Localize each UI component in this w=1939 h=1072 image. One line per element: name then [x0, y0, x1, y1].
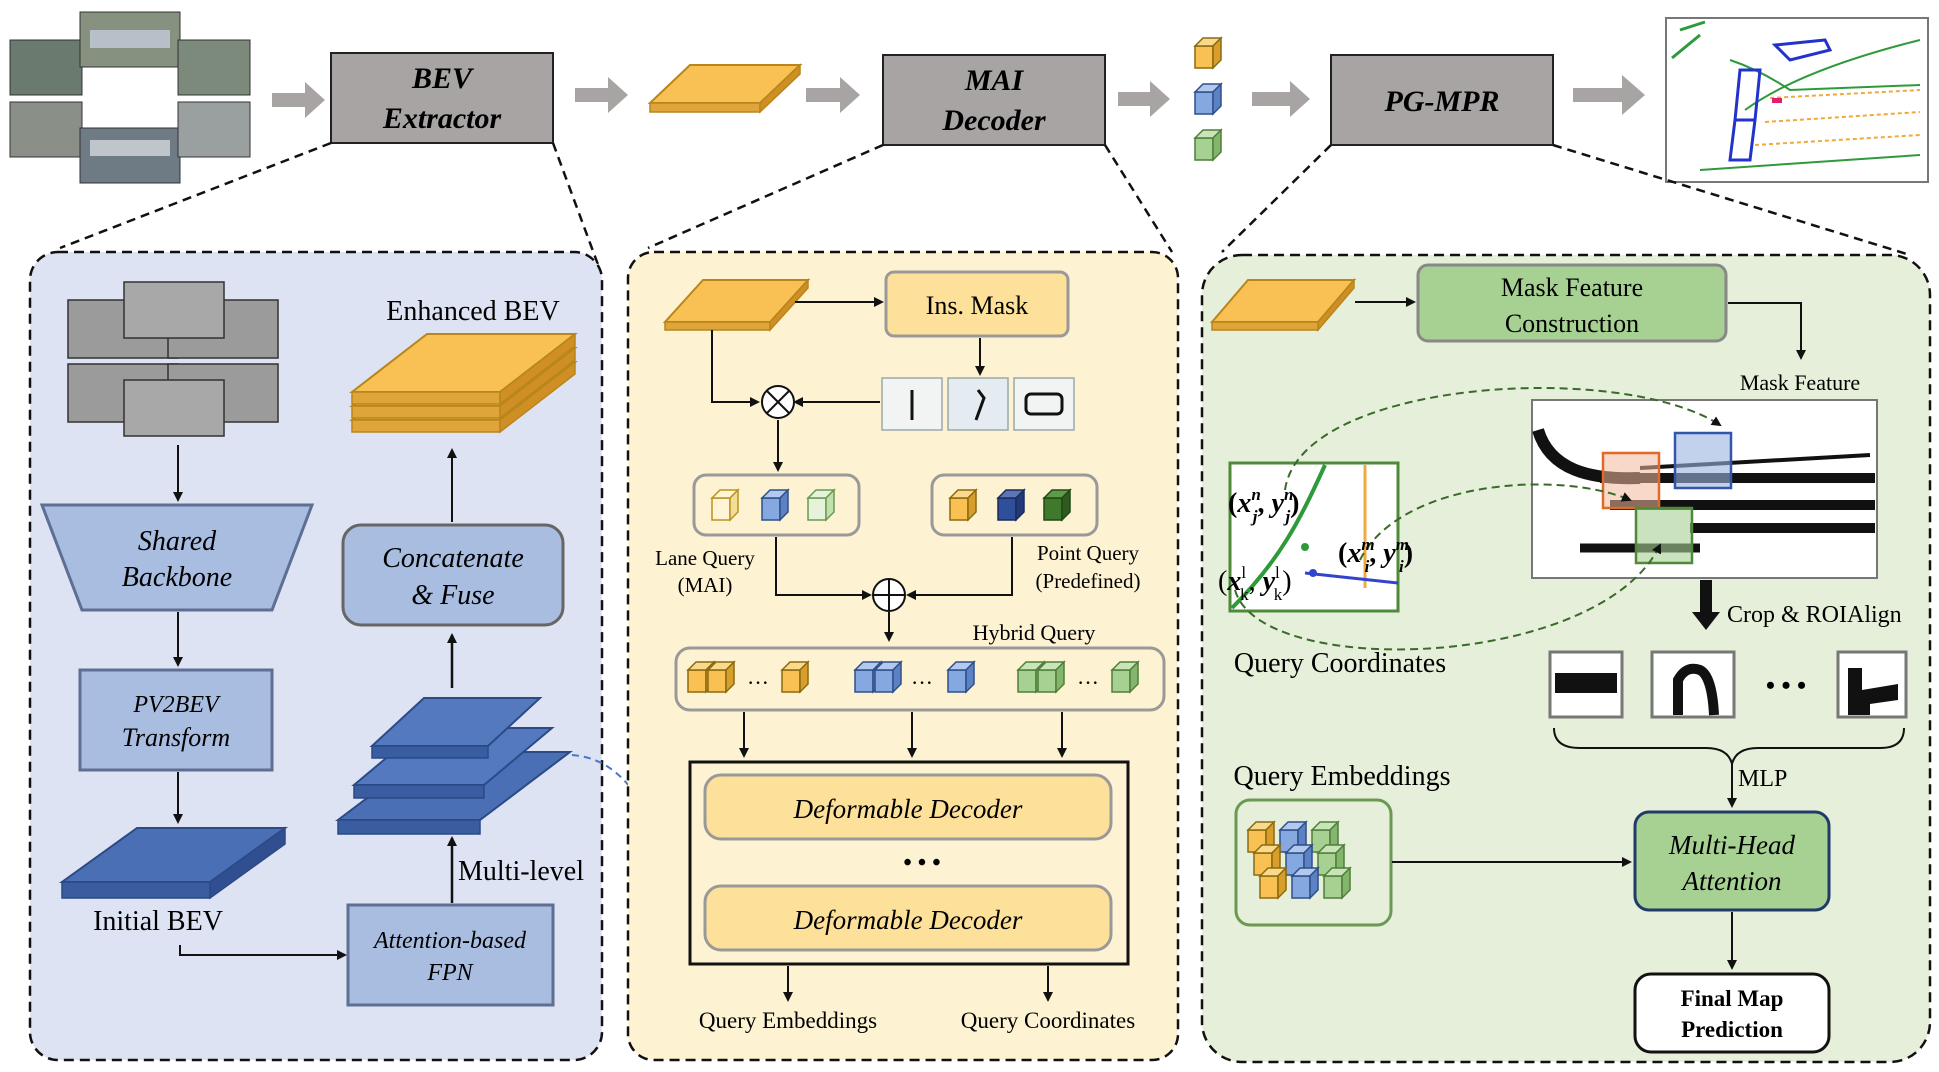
query-cubes-top: [1194, 37, 1222, 161]
lane-query-line1: Lane Query: [655, 546, 755, 570]
initial-bev-slab: [58, 826, 289, 900]
crop-roialign-label: Crop & ROIAlign: [1727, 602, 1902, 628]
final-line1: Final Map: [1681, 986, 1784, 1011]
final-line2: Prediction: [1681, 1017, 1783, 1042]
concat-fuse-box: [341, 523, 565, 627]
lane-query-line2: (MAI): [678, 573, 733, 597]
mai-decoder-line2: Decoder: [941, 104, 1046, 137]
mfc-line1: Mask Feature: [1501, 273, 1643, 302]
add-icon: [872, 578, 906, 612]
multi-level-label: Multi-level: [458, 856, 584, 887]
mask-feature-label: Mask Feature: [1740, 370, 1860, 395]
ellipsis-3: ···: [1077, 670, 1099, 695]
dashed-link-top: [1284, 386, 1722, 491]
shared-backbone-line1: Shared: [138, 526, 217, 557]
multi-level-features: [335, 697, 573, 835]
pg-mpr-label: PG-MPR: [1384, 85, 1500, 118]
camera-images: [9, 11, 251, 184]
point-query-line1: Point Query: [1037, 541, 1140, 565]
mha-line1: Multi-Head: [1668, 830, 1795, 860]
bev-extractor-line2: Extractor: [382, 102, 502, 135]
fpn-box: [346, 903, 555, 1007]
right-panel: Mask Feature Construction Mask Feature: [1200, 253, 1932, 1064]
gray-arrow-6: [1573, 75, 1645, 115]
deformable-decoder-1-label: Deformable Decoder: [793, 794, 1023, 824]
pv2bev-line2: Transform: [122, 723, 230, 752]
gray-arrow-5: [1252, 81, 1310, 117]
fpn-line2: FPN: [426, 960, 474, 986]
pv2bev-line1: PV2BEV: [132, 692, 221, 718]
mask-feature-image: [1531, 399, 1878, 579]
mai-decoder-line1: MAI: [964, 64, 1025, 97]
point-query-line2: (Predefined): [1036, 569, 1141, 593]
final-prediction-box: [1633, 972, 1831, 1054]
hybrid-query-label: Hybrid Query: [973, 620, 1096, 645]
gray-arrow-1: [272, 82, 325, 118]
shared-backbone-shape: [39, 503, 315, 612]
bev-feature-top: [647, 63, 803, 114]
pg-mpr-box: PG-MPR: [1330, 54, 1554, 146]
mid-bev-feature: [662, 278, 811, 332]
initial-bev-label: Initial BEV: [93, 906, 223, 937]
ellipsis-2: ···: [911, 670, 933, 695]
embedding-cubes: [1247, 821, 1351, 899]
shared-backbone-line2: Backbone: [122, 562, 232, 593]
dashed-link-bottom: [1234, 543, 1662, 651]
right-query-embeddings: Query Embeddings: [1234, 761, 1451, 792]
mid-query-coordinates: Query Coordinates: [961, 1008, 1135, 1033]
ins-mask-label: Ins. Mask: [926, 291, 1029, 320]
ins-mask-box: [884, 270, 1070, 338]
bev-extractor-line1: BEV: [411, 62, 475, 95]
zoom-lines: [59, 141, 1911, 271]
enhanced-bev-stack: [349, 332, 578, 434]
multiply-icon: [761, 385, 795, 419]
mask-feature-construction-box: [1416, 263, 1728, 343]
crop-thumbnails: [1548, 650, 1908, 719]
mha-box: [1633, 810, 1831, 912]
crop-dots: • • •: [1766, 671, 1806, 700]
pv2bev-box: [78, 668, 274, 772]
ellipsis-1: ···: [747, 670, 769, 695]
concat-fuse-line2: & Fuse: [411, 580, 494, 611]
gray-arrow-2: [575, 77, 628, 113]
mid-query-embeddings: Query Embeddings: [699, 1008, 877, 1033]
gray-arrow-3: [806, 77, 860, 113]
deformable-decoder-1: [703, 773, 1113, 841]
mlp-label: MLP: [1738, 766, 1787, 792]
decoder-dots: • • •: [903, 850, 940, 876]
fpn-line1: Attention-based: [372, 928, 527, 954]
concat-fuse-line1: Concatenate: [382, 543, 524, 574]
camera-grid-icon: [67, 281, 279, 437]
query-coordinates-image: [1228, 461, 1400, 613]
dashed-link-mid: [1359, 483, 1632, 561]
enhanced-bev-label: Enhanced BEV: [386, 296, 559, 327]
mai-decoder-box: MAI Decoder: [882, 54, 1106, 146]
deformable-decoder-2: [703, 884, 1113, 952]
deformable-decoder-2-label: Deformable Decoder: [793, 905, 1023, 935]
mask-icons: [881, 377, 1075, 431]
bev-extractor-box: BEV Extractor: [330, 52, 554, 144]
left-panel: Shared Backbone PV2BEV Transform Initial…: [28, 250, 604, 1062]
middle-panel: Ins. Mask Lane Query (MAI): [626, 250, 1180, 1062]
mha-line2: Attention: [1681, 866, 1782, 896]
map-output-image: [1665, 17, 1929, 183]
right-bev-feature: [1209, 277, 1357, 333]
gray-arrow-4: [1118, 81, 1170, 117]
right-query-coordinates: Query Coordinates: [1234, 648, 1446, 679]
mfc-line2: Construction: [1505, 309, 1639, 338]
